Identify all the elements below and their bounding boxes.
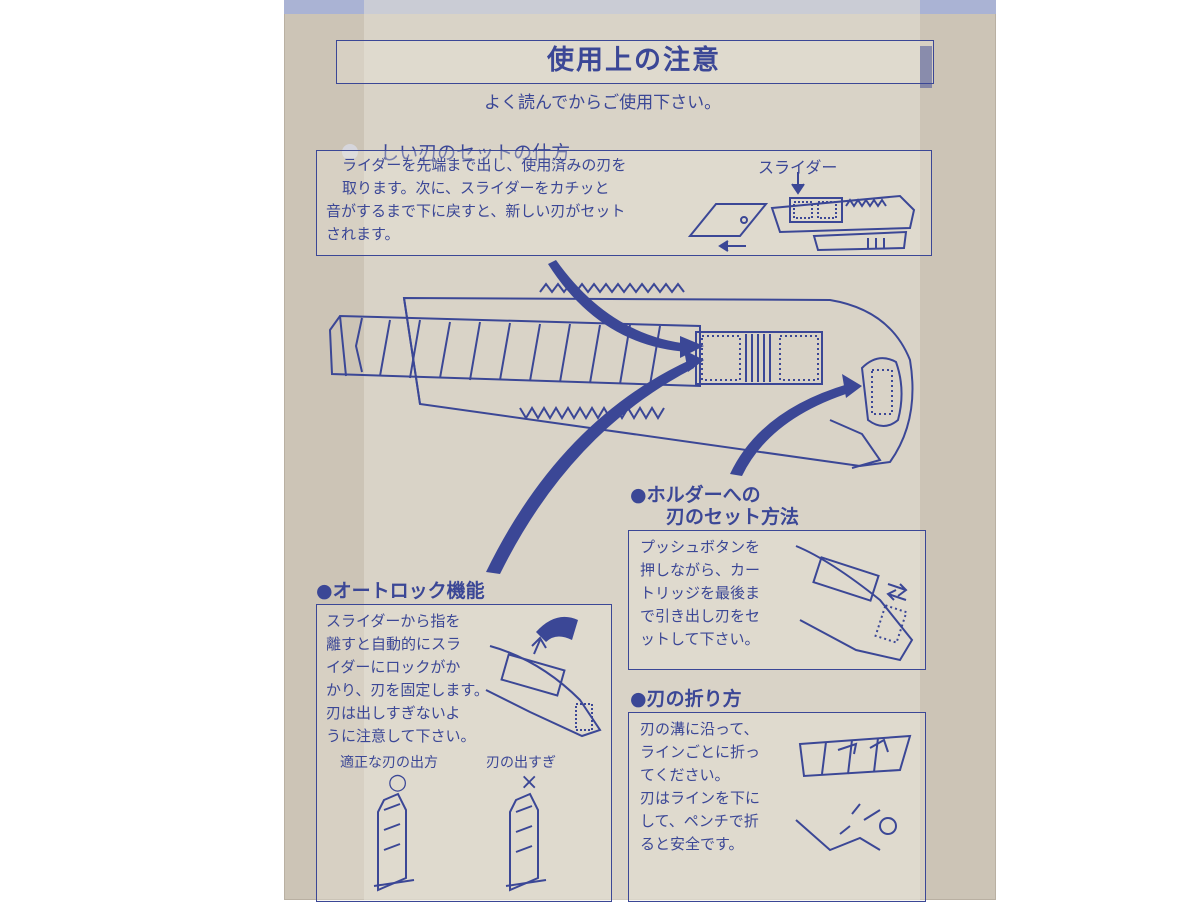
bad-mark: ×: [520, 770, 539, 795]
arrow-icons: [486, 260, 862, 574]
over-extension-label: 刃の出すぎ: [486, 755, 556, 771]
good-extension-label: 適正な刃の出方: [340, 755, 438, 771]
breaking-diagram-icon: [795, 734, 912, 852]
autolock-line-2: 離すと自動的にスラ: [326, 635, 462, 653]
title-frame-shadow: [920, 46, 932, 88]
breaking-line-1: 刃の溝に沿って、: [640, 720, 759, 738]
autolock-line-3: イダーにロックがか: [326, 658, 461, 676]
breaking-line-3: てください。: [640, 766, 730, 784]
autolock-line-1: スライダーから指を: [326, 612, 461, 630]
bullet-icon: [342, 144, 359, 160]
autolock-heading: ●オートロック機能: [316, 580, 485, 602]
holder-heading-line-2: 刃のセット方法: [666, 506, 800, 528]
blade-extension-icons: [373, 792, 547, 892]
autolock-line-6: うに注意して下さい。: [326, 727, 476, 745]
cutter-large-icon: [328, 282, 914, 469]
holder-heading-line-1: ●ホルダーへの: [630, 484, 761, 506]
holder-line-5: ットして下さい。: [640, 630, 760, 648]
autolock-line-4: かり、刃を固定します。: [326, 681, 489, 699]
good-mark: ○: [388, 770, 408, 795]
title-frame: [336, 40, 934, 84]
autolock-line-5: 刃は出しすぎないよ: [326, 704, 461, 722]
breaking-line-5: して、ペンチで折: [640, 812, 759, 830]
new-blade-line-3: 音がするまで下に戻すと、新しい刃がセット: [326, 202, 626, 220]
new-blade-line-2: 取ります。次に、スライダーをカチッと: [342, 179, 610, 197]
holder-diagram-icon: [795, 545, 914, 662]
holder-line-1: プッシュボタンを: [640, 538, 761, 556]
slider-diagram-icon: [687, 172, 916, 252]
holder-box: [628, 530, 926, 670]
breaking-line-6: ると安全です。: [640, 835, 744, 853]
new-blade-line-1: ライダーを先端まで出し、使用済みの刃を: [342, 156, 627, 174]
slider-callout: スライダー: [758, 158, 838, 177]
breaking-heading: ●刃の折り方: [630, 688, 742, 710]
new-blade-line-4: されます。: [326, 225, 400, 243]
autolock-diagram-icon: [485, 616, 602, 738]
breaking-line-2: ラインごとに折っ: [640, 743, 761, 761]
holder-line-3: トリッジを最後ま: [640, 584, 761, 602]
autolock-box: [316, 604, 612, 902]
new-blade-heading-text: しい刃のセットの仕方: [380, 142, 571, 164]
holder-line-4: で引き出し刃をセ: [640, 607, 761, 625]
new-blade-heading: しい刃のセットの仕方: [318, 116, 570, 187]
page-subtitle: よく読んでからご使用下さい。: [484, 93, 722, 113]
holder-line-2: 押しながら、カー: [640, 561, 761, 579]
page-title: 使用上の注意: [547, 45, 721, 76]
breaking-line-4: 刃はラインを下に: [640, 789, 761, 807]
